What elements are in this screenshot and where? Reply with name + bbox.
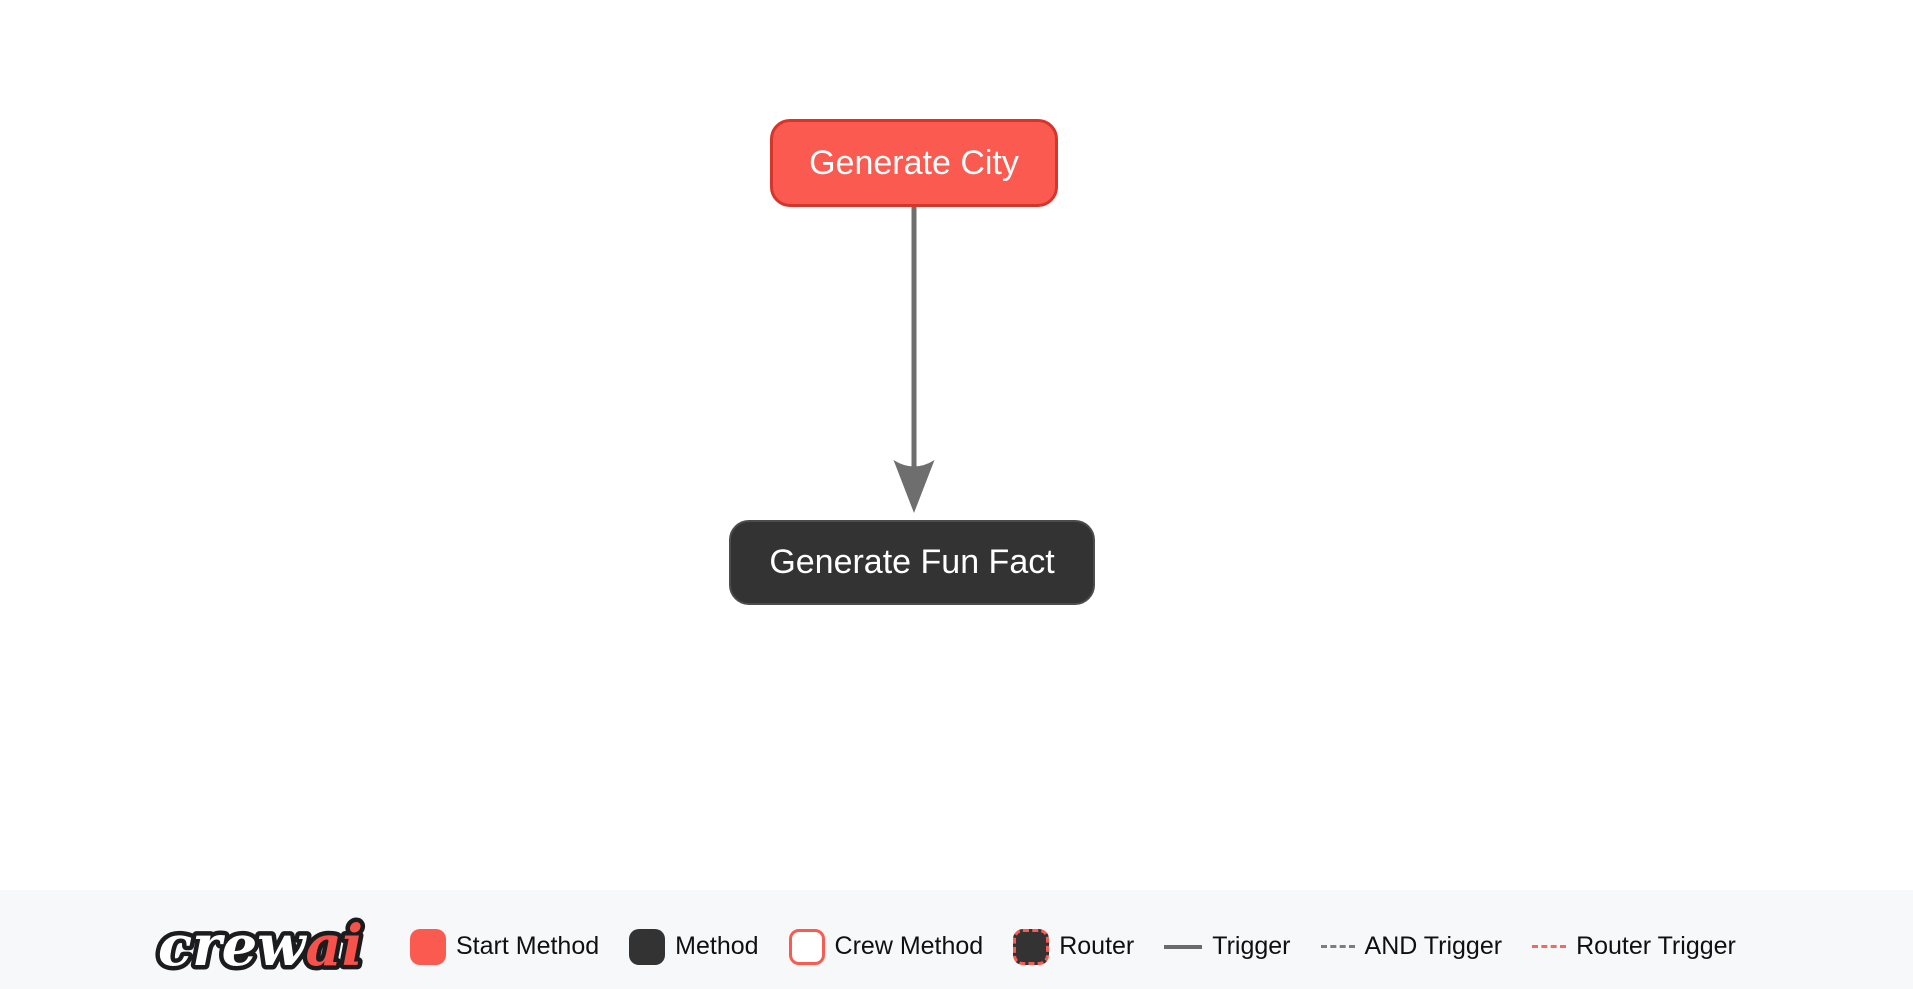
legend-item-router-trigger: Router Trigger bbox=[1532, 932, 1736, 961]
svg-text:crewai: crewai bbox=[158, 913, 363, 979]
crewai-logo-icon: crewai bbox=[154, 908, 368, 983]
and-trigger-line-icon bbox=[1320, 945, 1355, 948]
router-trigger-line-icon bbox=[1532, 945, 1567, 948]
legend-item-and-trigger: AND Trigger bbox=[1320, 932, 1503, 961]
legend-label: Crew Method bbox=[834, 932, 984, 960]
legend-label: Router bbox=[1059, 932, 1135, 960]
legend-item-router: Router bbox=[1013, 928, 1135, 965]
crew-method-swatch-icon bbox=[788, 928, 825, 965]
legend-item-start-method: Start Method bbox=[410, 928, 600, 965]
trigger-line-icon bbox=[1164, 944, 1203, 949]
legend-label: Start Method bbox=[456, 932, 600, 960]
arrowhead-icon bbox=[893, 460, 935, 513]
legend-label: Trigger bbox=[1212, 932, 1291, 960]
logo-text-crew: crew bbox=[158, 913, 307, 979]
node-generate-fun-fact[interactable]: Generate Fun Fact bbox=[729, 520, 1095, 605]
start-method-swatch-icon bbox=[410, 928, 446, 965]
method-swatch-icon bbox=[629, 928, 666, 965]
node-generate-city[interactable]: Generate City bbox=[770, 119, 1058, 207]
node-label: Generate City bbox=[809, 143, 1019, 182]
router-swatch-icon bbox=[1013, 928, 1050, 965]
legend-item-method: Method bbox=[629, 928, 759, 965]
logo-text-ai: ai bbox=[305, 913, 363, 979]
legend-label: Method bbox=[675, 932, 759, 960]
legend-item-crew-method: Crew Method bbox=[788, 928, 984, 965]
legend-label: AND Trigger bbox=[1364, 932, 1503, 960]
legend-bar: crewai Start Method Method Crew Method R… bbox=[0, 890, 1913, 989]
trigger-edge bbox=[893, 207, 935, 513]
legend-label: Router Trigger bbox=[1576, 932, 1736, 960]
legend-item-trigger: Trigger bbox=[1164, 932, 1291, 961]
node-label: Generate Fun Fact bbox=[769, 543, 1055, 581]
